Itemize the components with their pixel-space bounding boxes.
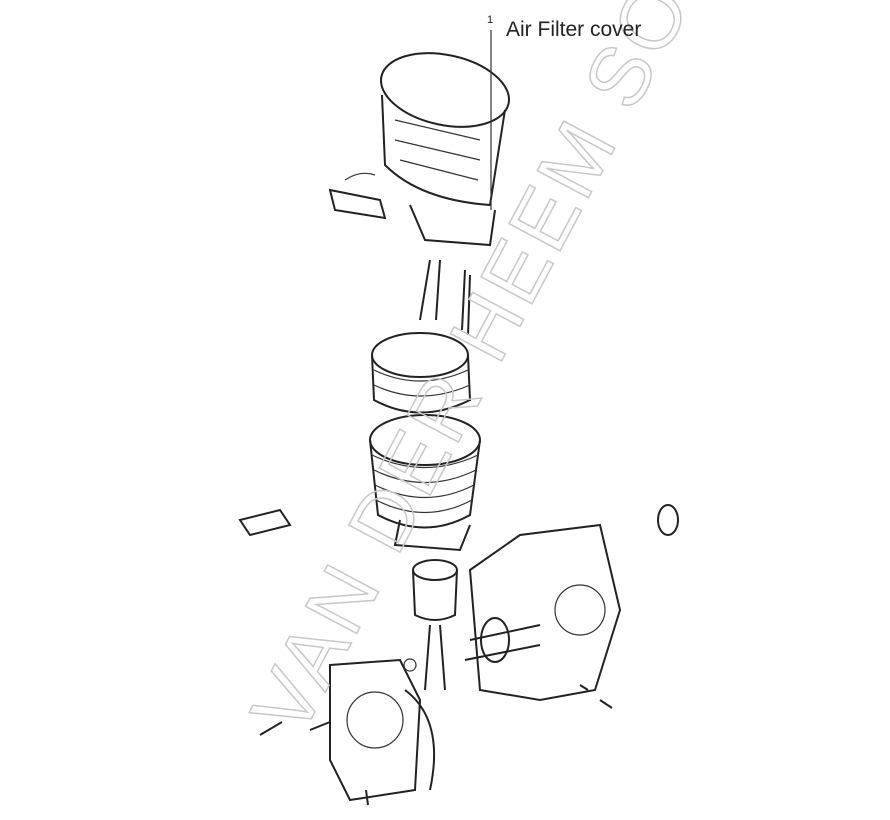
callout-label: Air Filter cover [506,18,642,41]
clip-part [328,172,387,220]
cylinder [369,414,481,552]
cylinder-head [371,332,472,414]
small-parts [238,504,679,806]
crankcase-half-left [329,658,436,802]
spark-plug-and-studs [419,259,471,336]
crankcase [464,523,622,702]
watermark: VAN DER HEEM SOLEX [233,0,790,748]
callout-number: 1 [487,14,494,26]
piston [412,559,458,691]
air-filter-cover [380,52,510,247]
